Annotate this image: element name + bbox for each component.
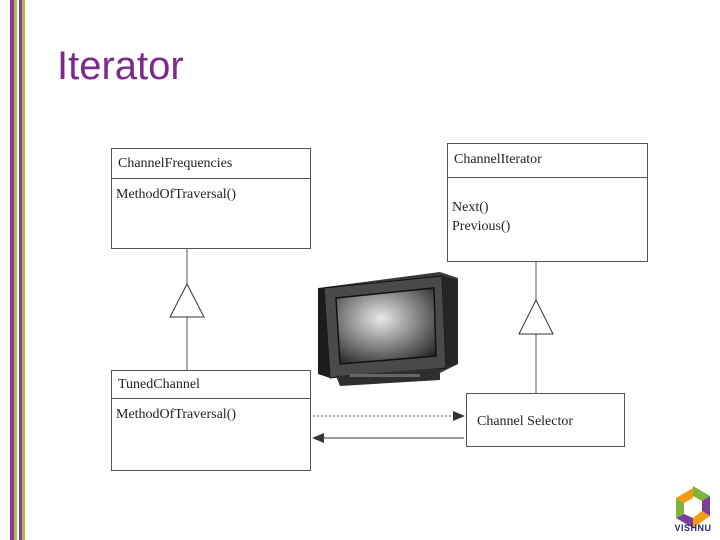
operation-next: Next()	[452, 200, 489, 215]
channel-selector-label: Channel Selector	[477, 414, 574, 429]
slide-title: Iterator	[57, 44, 184, 88]
left-stripe-purple	[10, 0, 14, 540]
vishnu-logo-icon	[676, 486, 710, 528]
left-stripe-green	[14, 0, 17, 540]
class-tuned-channel: TunedChannel MethodOfTraversal()	[111, 370, 311, 471]
generalization-triangle-right	[518, 298, 554, 335]
class-name-channel-iterator: ChannelIterator	[448, 144, 647, 178]
operation-method-of-traversal: MethodOfTraversal()	[116, 407, 237, 422]
left-stripe-green-2	[22, 0, 25, 540]
class-operations-channel-iterator: Next() Previous()	[448, 178, 647, 242]
tv-screen	[335, 287, 437, 365]
logo-text: VISHNU	[674, 523, 712, 533]
left-stripe-purple-2	[19, 0, 22, 540]
class-operations-channel-frequencies: MethodOfTraversal()	[112, 179, 310, 210]
class-channel-iterator: ChannelIterator Next() Previous()	[447, 143, 648, 262]
operation-previous: Previous()	[452, 219, 511, 234]
class-channel-frequencies: ChannelFrequencies MethodOfTraversal()	[111, 148, 311, 249]
class-name-channel-frequencies: ChannelFrequencies	[112, 149, 310, 179]
class-operations-tuned-channel: MethodOfTraversal()	[112, 399, 310, 430]
class-name-tuned-channel: TunedChannel	[112, 371, 310, 399]
television-illustration	[318, 272, 458, 386]
operation-method-of-traversal: MethodOfTraversal()	[116, 187, 237, 202]
channel-selector-box: Channel Selector	[466, 393, 625, 447]
generalization-triangle-left	[169, 282, 205, 318]
